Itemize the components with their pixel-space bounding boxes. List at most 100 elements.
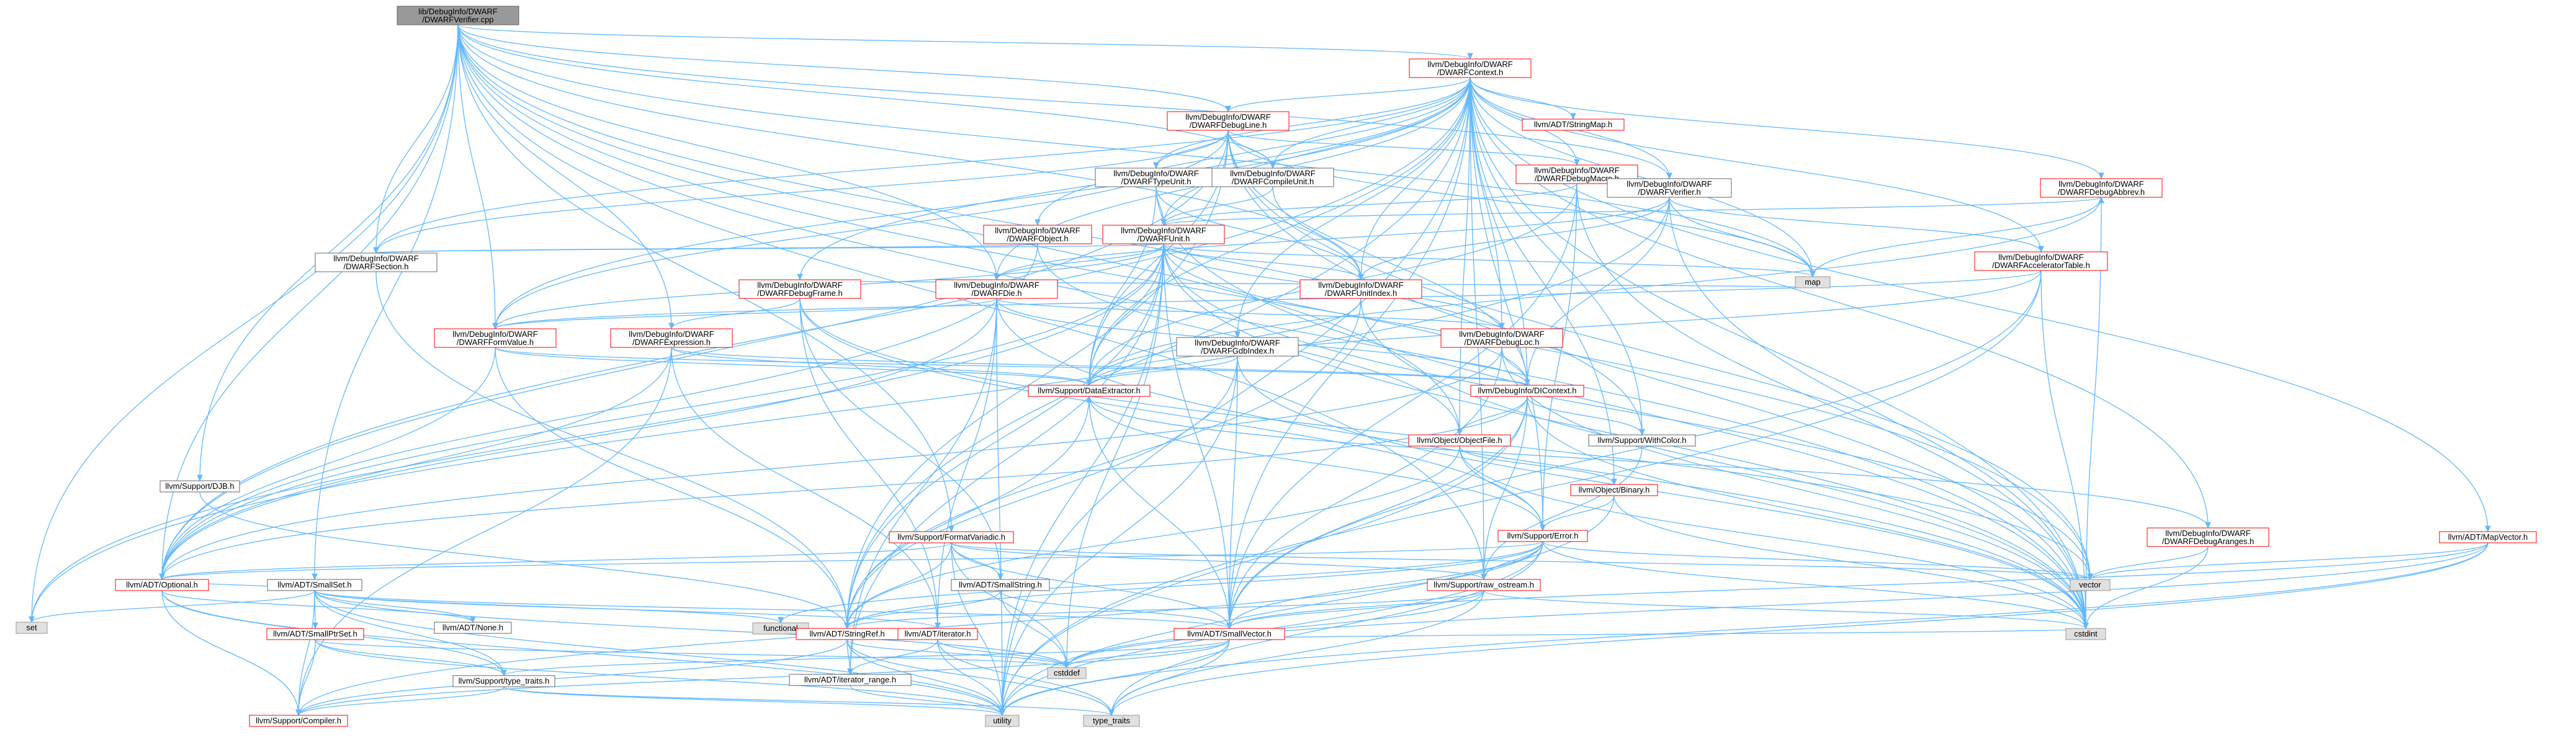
- node-box: [985, 715, 1020, 727]
- node-StringRef[interactable]: llvm/ADT/StringRef.h: [796, 628, 899, 640]
- arrowhead-DWARFDebugLine-to-DWARFDebugMacro: [1574, 159, 1580, 166]
- node-MapVector[interactable]: llvm/ADT/MapVector.h: [2439, 531, 2537, 543]
- node-DWARFFormValue[interactable]: llvm/DebugInfo/DWARF/DWARFFormValue.h: [434, 328, 557, 348]
- edge-SmallVector-to-type_traits: [1111, 639, 1230, 716]
- arrowhead-DIContext-to-ObjectFile: [1456, 429, 1463, 436]
- edge-root-to-DWARFFormValue: [457, 24, 496, 329]
- edge-SmallSet-to-functional: [314, 590, 781, 623]
- node-DWARFDebugFrame[interactable]: llvm/DebugInfo/DWARF/DWARFDebugFrame.h: [738, 279, 861, 299]
- node-DWARFVerifier[interactable]: llvm/DebugInfo/DWARF/DWARFVerifier.h: [1607, 178, 1732, 198]
- node-Error[interactable]: llvm/Support/Error.h: [1497, 530, 1588, 542]
- edge-SmallPtrSet-to-cstddef: [315, 639, 1067, 668]
- edge-SmallPtrSet-to-Compiler: [298, 639, 316, 716]
- node-SmallString[interactable]: llvm/ADT/SmallString.h: [951, 579, 1050, 591]
- node-Compiler[interactable]: llvm/Support/Compiler.h: [249, 715, 348, 727]
- node-DWARFObject[interactable]: llvm/DebugInfo/DWARF/DWARFObject.h: [983, 225, 1092, 244]
- node-box: [1497, 530, 1588, 542]
- edge-DWARFDie-to-utility: [996, 298, 1003, 716]
- edge-DWARFUnit-to-utility: [1002, 243, 1164, 716]
- node-type_traits_h[interactable]: llvm/Support/type_traits.h: [452, 675, 555, 687]
- node-DWARFGdbIndex[interactable]: llvm/DebugInfo/DWARF/DWARFGdbIndex.h: [1176, 337, 1299, 357]
- node-label: llvm/DebugInfo/DWARF: [1121, 226, 1206, 235]
- node-SmallSet[interactable]: llvm/ADT/SmallSet.h: [267, 579, 362, 591]
- edge-DWARFFormValue-to-DataExtractor: [495, 347, 1090, 386]
- node-root[interactable]: lib/DebugInfo/DWARF/DWARFVerifier.cpp: [397, 6, 519, 25]
- edge-DWARFContext-to-DWARFDebugLine: [1227, 77, 1471, 112]
- node-label: llvm/ADT/Optional.h: [126, 580, 198, 589]
- node-DWARFUnit[interactable]: llvm/DebugInfo/DWARF/DWARFUnit.h: [1102, 225, 1225, 244]
- edge-root-to-map: [457, 24, 1813, 277]
- edge-DWARFContext-to-DWARFFormValue: [495, 77, 1471, 329]
- node-Binary[interactable]: llvm/Object/Binary.h: [1570, 484, 1658, 496]
- node-iterator[interactable]: llvm/ADT/iterator.h: [897, 628, 978, 640]
- node-label: vector: [2079, 580, 2101, 589]
- node-label: /DWARFUnit.h: [1138, 234, 1190, 243]
- node-box: [1974, 251, 2108, 271]
- node-FormatVariadic[interactable]: llvm/Support/FormatVariadic.h: [889, 531, 1014, 543]
- edge-DWARFContext-to-Binary: [1470, 77, 1615, 485]
- node-label: llvm/DebugInfo/DWARF: [1459, 329, 1545, 339]
- edge-DWARFUnit-to-cstddef: [1066, 243, 1164, 668]
- edge-FormatVariadic-to-cstddef: [951, 542, 1067, 668]
- node-DWARFAcceleratorTable[interactable]: llvm/DebugInfo/DWARF/DWARFAcceleratorTab…: [1974, 251, 2108, 271]
- node-DWARFTypeUnit[interactable]: llvm/DebugInfo/DWARF/DWARFTypeUnit.h: [1095, 168, 1218, 187]
- node-StringMap[interactable]: llvm/ADT/StringMap.h: [1522, 118, 1625, 131]
- node-label: /DWARFContext.h: [1437, 68, 1503, 77]
- node-iterator_range[interactable]: llvm/ADT/iterator_range.h: [789, 674, 912, 686]
- edge-FormatVariadic-to-Optional: [161, 542, 952, 580]
- edge-DWARFUnit-to-vector: [1163, 243, 2091, 580]
- arrowhead-iterator_range-to-utility: [999, 709, 1005, 717]
- edge-DWARFUnit-to-StringRef: [846, 243, 1164, 629]
- node-utility: utility: [985, 715, 1020, 727]
- node-WithColor[interactable]: llvm/Support/WithColor.h: [1588, 434, 1696, 447]
- node-DWARFDebugMacro[interactable]: llvm/DebugInfo/DWARF/DWARFDebugMacro.h: [1515, 164, 1638, 184]
- arrowhead-raw_ostream-to-SmallVector: [1226, 622, 1232, 630]
- edge-Error-to-Optional: [161, 541, 1543, 580]
- edge-DWARFFormValue-to-StringRef: [495, 347, 848, 629]
- arrowhead-DWARFContext-to-DWARFObject: [1034, 219, 1041, 226]
- node-label: llvm/Object/Binary.h: [1579, 485, 1650, 494]
- node-ObjectFile[interactable]: llvm/Object/ObjectFile.h: [1408, 434, 1511, 447]
- node-DWARFUnitIndex[interactable]: llvm/DebugInfo/DWARF/DWARFUnitIndex.h: [1299, 279, 1422, 299]
- node-label: /DWARFDebugAbbrev.h: [2058, 187, 2145, 197]
- node-label: /DWARFTypeUnit.h: [1121, 177, 1192, 186]
- node-DWARFDebugLoc[interactable]: llvm/DebugInfo/DWARF/DWARFDebugLoc.h: [1440, 328, 1563, 348]
- edge-root-to-DWARFDebugLine: [457, 24, 1229, 112]
- node-DWARFDebugAbbrev[interactable]: llvm/DebugInfo/DWARF/DWARFDebugAbbrev.h: [2040, 178, 2163, 198]
- node-DJB[interactable]: llvm/Support/DJB.h: [159, 480, 240, 493]
- edge-DWARFGdbIndex-to-SmallVector: [1229, 355, 1238, 629]
- arrowhead-DWARFDie-to-DWARFDebugLoc: [1499, 323, 1505, 330]
- node-DWARFCompileUnit[interactable]: llvm/DebugInfo/DWARF/DWARFCompileUnit.h: [1211, 168, 1334, 187]
- edge-DWARFAcceleratorTable-to-DataExtractor: [1088, 270, 2042, 386]
- node-label: llvm/ADT/StringRef.h: [809, 629, 884, 638]
- edge-FormatVariadic-to-raw_ostream: [951, 542, 1484, 580]
- node-SmallPtrSet[interactable]: llvm/ADT/SmallPtrSet.h: [266, 628, 364, 640]
- edge-Error-to-type_traits: [1111, 541, 1543, 716]
- arrowhead-DWARFVerifier-to-map: [1810, 270, 1816, 278]
- node-DataExtractor[interactable]: llvm/Support/DataExtractor.h: [1028, 385, 1151, 397]
- node-Optional[interactable]: llvm/ADT/Optional.h: [115, 579, 209, 591]
- edge-Error-to-functional: [780, 541, 1543, 623]
- node-raw_ostream[interactable]: llvm/Support/raw_ostream.h: [1427, 579, 1541, 591]
- edge-SmallVector-to-Compiler: [298, 639, 1230, 716]
- edge-DWARFContext-to-DWARFSection: [375, 77, 1471, 254]
- node-box: [1028, 385, 1151, 397]
- edge-root-to-DWARFExpression: [457, 24, 672, 329]
- arrowhead-DWARFContext-to-MapVector: [2485, 525, 2491, 533]
- node-DIContext[interactable]: llvm/DebugInfo/DIContext.h: [1470, 385, 1584, 397]
- node-None[interactable]: llvm/ADT/None.h: [434, 622, 512, 634]
- node-SmallVector[interactable]: llvm/ADT/SmallVector.h: [1174, 628, 1285, 640]
- node-DWARFContext[interactable]: llvm/DebugInfo/DWARF/DWARFContext.h: [1409, 58, 1532, 78]
- edge-type_traits_h-to-utility: [503, 686, 1003, 716]
- edge-ObjectFile-to-cstdint: [1459, 445, 2086, 629]
- node-label: /DWARFVerifier.h: [1638, 187, 1700, 197]
- node-DWARFDebugLine[interactable]: llvm/DebugInfo/DWARF/DWARFDebugLine.h: [1167, 111, 1290, 131]
- node-DWARFDebugArangeSet[interactable]: llvm/DebugInfo/DWARF/DWARFDebugAranges.h: [2147, 527, 2269, 547]
- edge-DWARFDebugLine-to-cstdint: [1227, 130, 2086, 629]
- edge-DWARFDebugLine-to-DWARFDebugMacro: [1227, 130, 1577, 166]
- node-DWARFDie[interactable]: llvm/DebugInfo/DWARF/DWARFDie.h: [935, 279, 1058, 299]
- node-DWARFExpression[interactable]: llvm/DebugInfo/DWARF/DWARFExpression.h: [610, 328, 733, 348]
- node-DWARFSection[interactable]: llvm/DebugInfo/DWARF/DWARFSection.h: [315, 252, 438, 272]
- node-box: [1570, 484, 1658, 496]
- node-label: cstddef: [1054, 668, 1080, 677]
